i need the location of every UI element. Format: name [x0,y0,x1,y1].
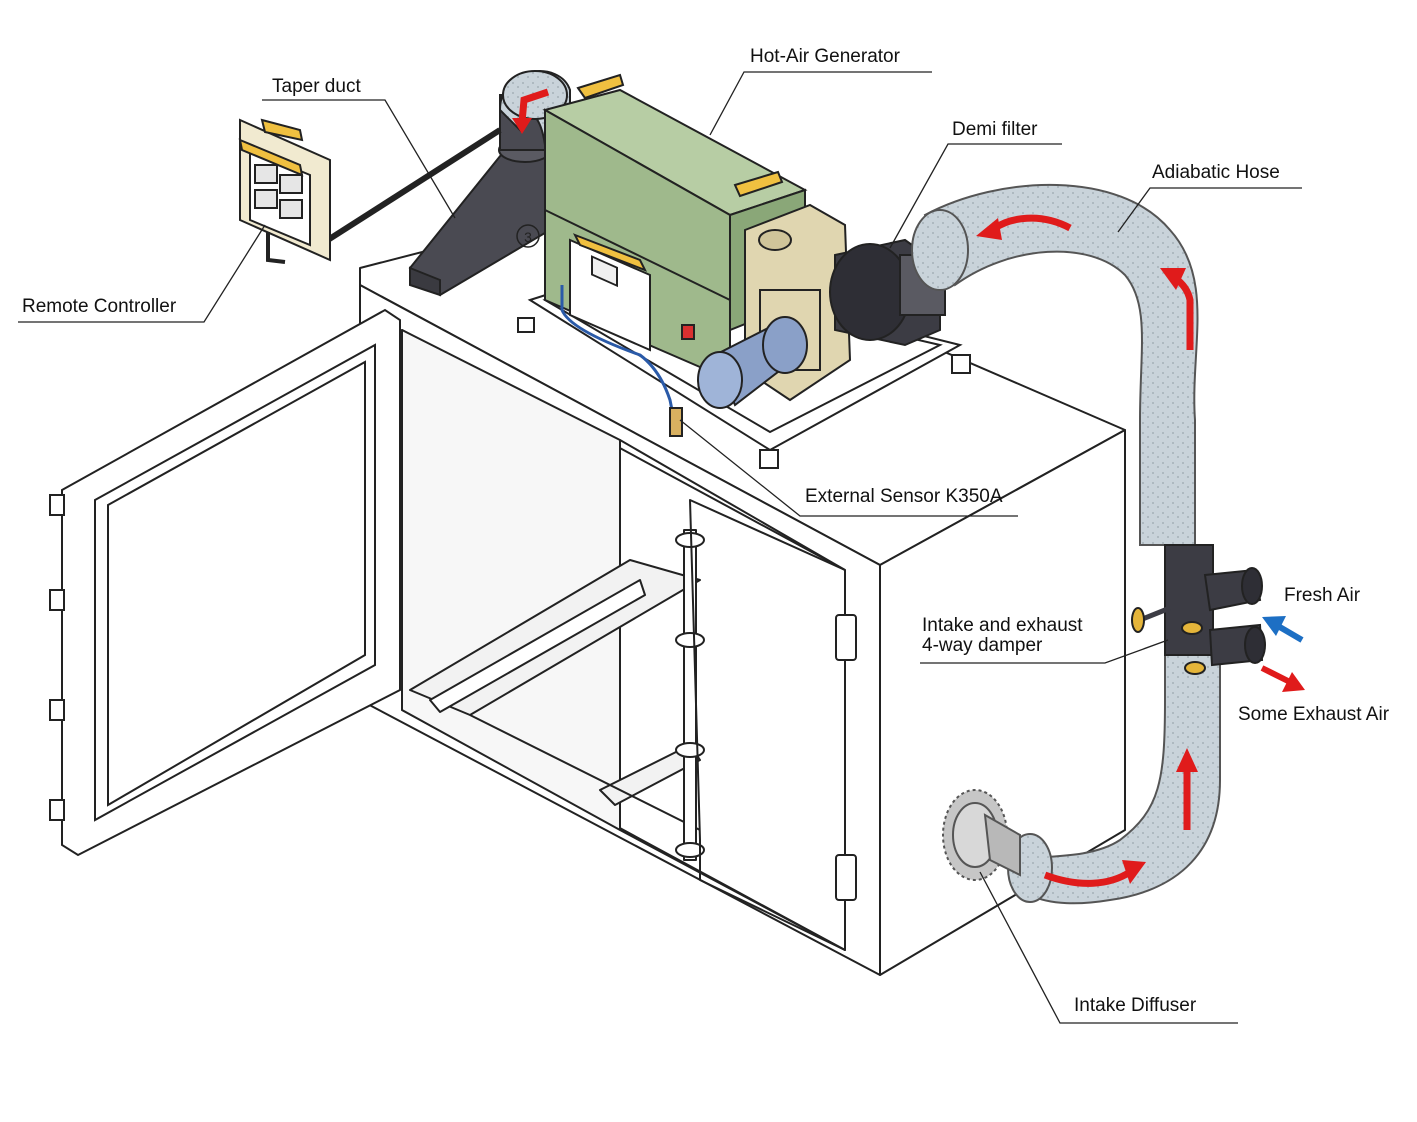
leader-demi-filter [889,143,1062,249]
flow-arrow-elbow [512,88,550,134]
blower [697,203,852,409]
label-adiabatic-hose: Adiabatic Hose [1152,162,1280,183]
remote-controller [238,118,502,264]
leader-external-sensor [679,419,1018,517]
leader-intake-diffuser [979,871,1238,1024]
flow-arrow-lower-2-head [1122,860,1146,884]
leader-damper [920,639,1169,664]
exhaust-air-arrow [1260,665,1305,692]
label-damper-line1: Intake and exhaust [922,615,1083,636]
label-hot-air-generator: Hot-Air Generator [750,46,900,67]
label-damper-line2: 4-way damper [922,635,1043,656]
leader-adiabatic-hose [1117,187,1302,233]
flow-arrow-upper-1-head [976,218,1002,240]
label-taper-duct: Taper duct [272,76,361,97]
cabinet-door [49,308,401,857]
leader-remote-controller [18,224,266,323]
fresh-air-arrow [1262,616,1304,643]
label-exhaust-air: Some Exhaust Air [1238,704,1390,725]
label-intake-diffuser: Intake Diffuser [1074,995,1197,1016]
intake-diffuser [942,789,1021,881]
label-fresh-air: Fresh Air [1284,585,1361,606]
generator-number-badge: 3 [524,229,532,245]
flow-arrow-lower-1-head [1176,748,1198,772]
leader-taper-duct [262,99,456,219]
demi-filter [829,238,946,347]
leader-lines [18,71,1302,1024]
adiabatic-hose [911,183,1221,905]
flow-arrow-upper-2-head [1160,268,1186,290]
four-way-damper [1131,544,1266,675]
flow-arrows-hose [976,214,1198,887]
label-external-sensor: External Sensor K350A [805,486,1003,507]
flow-arrow-lower-2 [1043,868,1132,887]
flow-arrow-upper-1 [993,214,1072,232]
label-demi-filter: Demi filter [952,119,1038,140]
leader-hot-air-generator [709,71,932,136]
label-remote-controller: Remote Controller [22,296,177,317]
